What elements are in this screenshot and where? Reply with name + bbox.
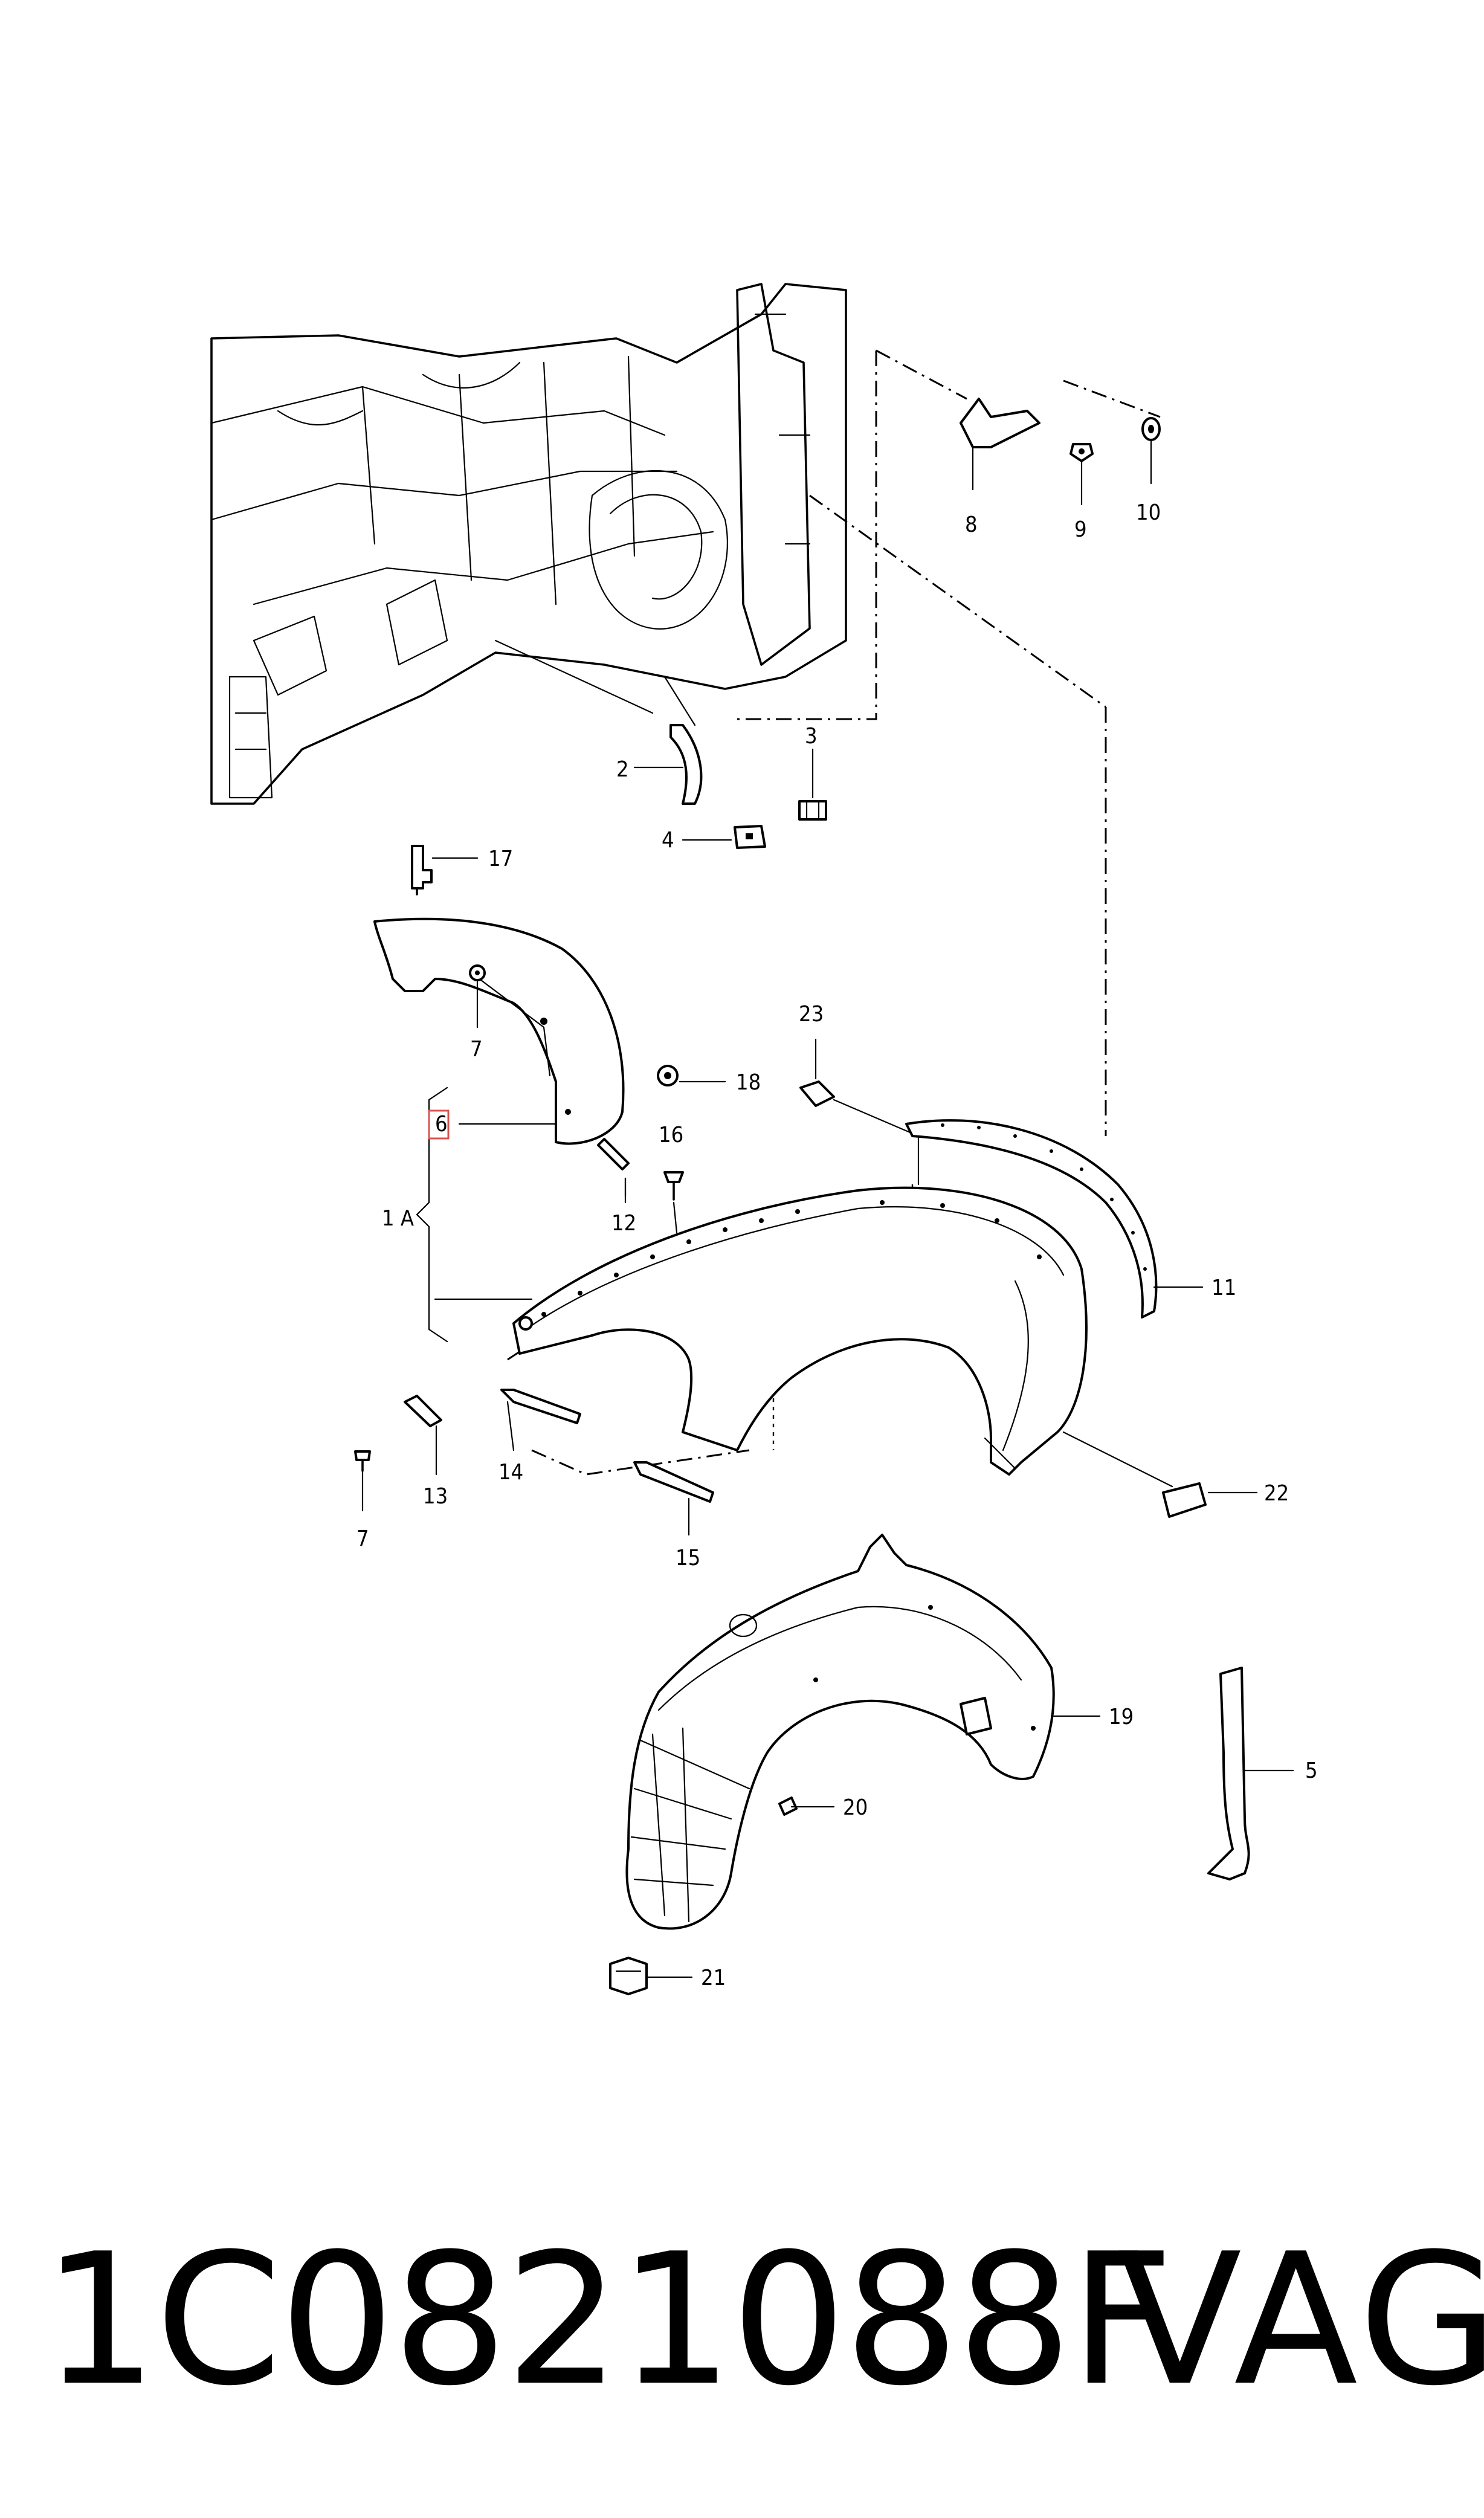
part-number: 1C0821088F: [42, 2215, 1174, 2426]
clip-21: [609, 1957, 693, 1995]
small-brackets: [633, 724, 827, 849]
callout-12: 12: [611, 1211, 636, 1236]
callout-3: 3: [805, 724, 818, 749]
callout-19: 19: [1109, 1705, 1134, 1729]
callout-10: 10: [1136, 500, 1161, 525]
bracket-assembly: [960, 398, 1161, 506]
callout-22: 22: [1264, 1481, 1289, 1506]
callout-1A: 1 A: [382, 1206, 414, 1231]
callout-11: 11: [1211, 1276, 1236, 1300]
callout-7-top: 7: [470, 1037, 483, 1062]
callout-6: 6: [435, 1112, 448, 1137]
small-strips: [354, 1389, 714, 1536]
screw-20: [778, 1796, 835, 1816]
callout-6-highlight: [428, 1109, 450, 1140]
screw-17: [411, 845, 479, 896]
bracket-1A: [416, 1086, 448, 1343]
strip-12: [597, 1138, 630, 1204]
car-body-structure: [210, 283, 847, 805]
callout-8: 8: [965, 512, 978, 537]
screw-16: [663, 1171, 684, 1234]
nut-18: [657, 1065, 726, 1086]
callout-14: 14: [498, 1460, 523, 1485]
callout-16: 16: [659, 1123, 683, 1148]
badge-22: [1062, 1431, 1258, 1518]
callout-13: 13: [423, 1484, 448, 1509]
brand-name: VAG: [1118, 2215, 1484, 2426]
seal-strip-11: [905, 1119, 1204, 1319]
wheel-housing-liner-19: [625, 1534, 1101, 1930]
callout-23: 23: [799, 1002, 824, 1027]
callout-21: 21: [701, 1966, 726, 1990]
callout-9: 9: [1074, 517, 1087, 542]
callout-5: 5: [1305, 1758, 1318, 1783]
callout-20: 20: [843, 1795, 868, 1820]
callout-15: 15: [676, 1546, 700, 1571]
callout-4: 4: [662, 828, 674, 853]
callout-labels: 1 A 2 3 4 5 6 7 7 8 9 10 11 12 13 14 15 …: [356, 500, 1318, 1990]
heat-shield-6: [373, 917, 625, 1145]
trim-strip-5: [1207, 1667, 1294, 1880]
callout-17: 17: [488, 847, 513, 871]
fender-1A: [434, 1186, 1088, 1476]
callout-18: 18: [736, 1070, 761, 1095]
callout-2: 2: [616, 757, 629, 782]
clip-23: [799, 1038, 920, 1186]
callout-7-bottom: 7: [356, 1526, 369, 1551]
